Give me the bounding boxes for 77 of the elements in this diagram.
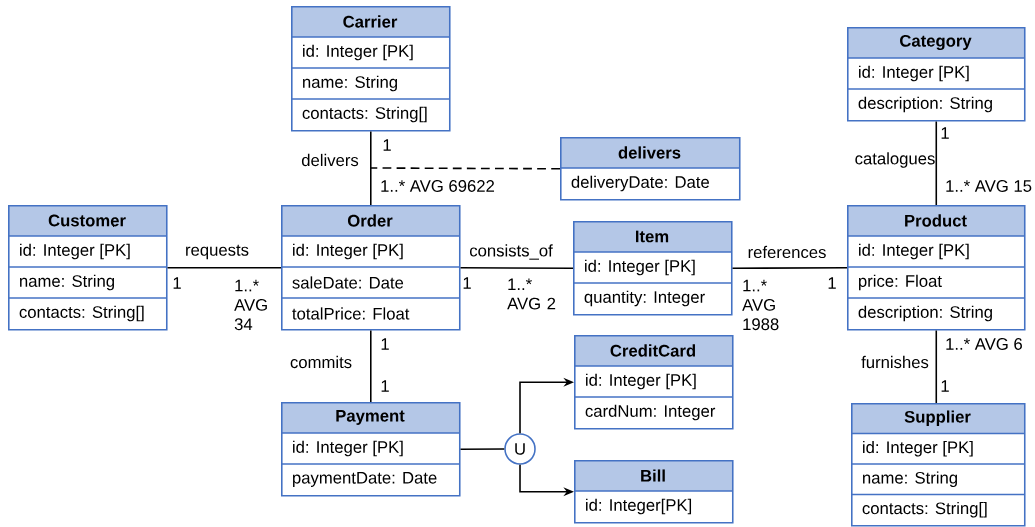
class-box — [559, 137, 741, 201]
class-name: Customer — [48, 214, 126, 227]
multiplicity-label: 1..* AVG 6 — [946, 338, 1022, 350]
attribute-text: contacts: String[] — [302, 106, 427, 123]
attribute-text: contacts: String[] — [862, 501, 987, 518]
multiplicity-label: 1 — [941, 127, 949, 139]
attribute-text: paymentDate: Date — [293, 472, 437, 487]
attribute-text: name: String — [20, 274, 114, 291]
class-name: Payment — [336, 410, 405, 425]
attribute-text: name: String — [303, 75, 397, 92]
class-box — [573, 335, 734, 430]
class-name: CreditCard — [610, 344, 695, 357]
multiplicity-label: 1 — [381, 338, 389, 350]
multiplicity-label: 1 — [173, 277, 181, 289]
class-box — [280, 205, 461, 331]
class-box — [846, 27, 1026, 122]
class-name: Item — [635, 230, 669, 243]
class-box — [846, 205, 1026, 331]
multiplicity-label: 1..* AVG 2 — [507, 278, 556, 310]
edge-label: catalogues — [855, 152, 935, 168]
class-box — [573, 460, 734, 524]
association-line — [731, 267, 848, 270]
attribute-text: id: Integer [PK] — [859, 243, 969, 260]
association-line — [370, 130, 372, 206]
class-name: Product — [905, 214, 967, 227]
association-line — [935, 120, 938, 206]
class-name: Category — [900, 34, 972, 51]
edge-label: delivers — [301, 153, 359, 167]
class-name: Bill — [641, 469, 665, 482]
attribute-text: id: Integer [PK] — [585, 259, 695, 276]
attribute-text: id: Integer [PK] — [863, 440, 973, 457]
edge-label: commits — [290, 355, 352, 369]
association-line — [370, 329, 372, 403]
class-name: delivers — [618, 146, 681, 159]
attribute-text: description: String — [858, 96, 992, 113]
attribute-text: id: Integer[PK] — [586, 498, 692, 515]
attribute-text: contacts: String[] — [19, 305, 144, 322]
class-box — [290, 6, 451, 132]
association-line — [935, 329, 938, 404]
multiplicity-label: 1 — [941, 380, 949, 392]
edge-label: consists_of — [469, 244, 553, 260]
class-box — [850, 403, 1026, 527]
attribute-text: price: Float — [859, 274, 942, 291]
attribute-text: deliveryDate: Date — [571, 175, 709, 192]
attribute-text: saleDate: Date — [292, 276, 404, 289]
attribute-text: id: Integer [PK] — [859, 65, 969, 82]
multiplicity-label: 1..* AVG 15 — [946, 180, 1032, 192]
multiplicity-label: 1 — [828, 277, 836, 289]
edge-label: references — [748, 245, 826, 259]
attribute-text: description: String — [858, 305, 992, 322]
class-box — [572, 221, 733, 316]
multiplicity-label: 1..* AVG 1988 — [742, 279, 779, 331]
edge-label: requests — [186, 244, 249, 260]
class-box — [280, 402, 461, 497]
edge-label: furnishes — [861, 355, 929, 369]
class-box — [7, 205, 168, 331]
attribute-text: id: Integer [PK] — [586, 373, 696, 390]
attribute-text: totalPrice: Float — [292, 307, 410, 320]
attribute-text: cardNum: Integer — [585, 404, 716, 421]
attribute-text: id: Integer [PK] — [293, 440, 403, 457]
class-name: Supplier — [904, 410, 971, 427]
class-name: Order — [347, 214, 393, 227]
multiplicity-label: 1..* AVG 34 — [234, 279, 267, 331]
association-line — [459, 267, 574, 270]
attribute-text: name: String — [863, 471, 957, 488]
attribute-text: id: Integer [PK] — [293, 243, 403, 260]
multiplicity-label: 1 — [463, 277, 471, 289]
dashed-line — [369, 167, 561, 170]
multiplicity-label: 1 — [381, 380, 389, 392]
attribute-text: id: Integer [PK] — [20, 243, 130, 260]
association-line — [166, 267, 282, 269]
multiplicity-label: 1..* AVG 69622 — [381, 180, 495, 192]
class-name: Carrier — [343, 15, 398, 28]
association-line — [459, 448, 505, 451]
attribute-text: quantity: Integer — [584, 290, 705, 307]
multiplicity-label: 1 — [383, 139, 391, 151]
attribute-text: id: Integer [PK] — [303, 44, 413, 61]
